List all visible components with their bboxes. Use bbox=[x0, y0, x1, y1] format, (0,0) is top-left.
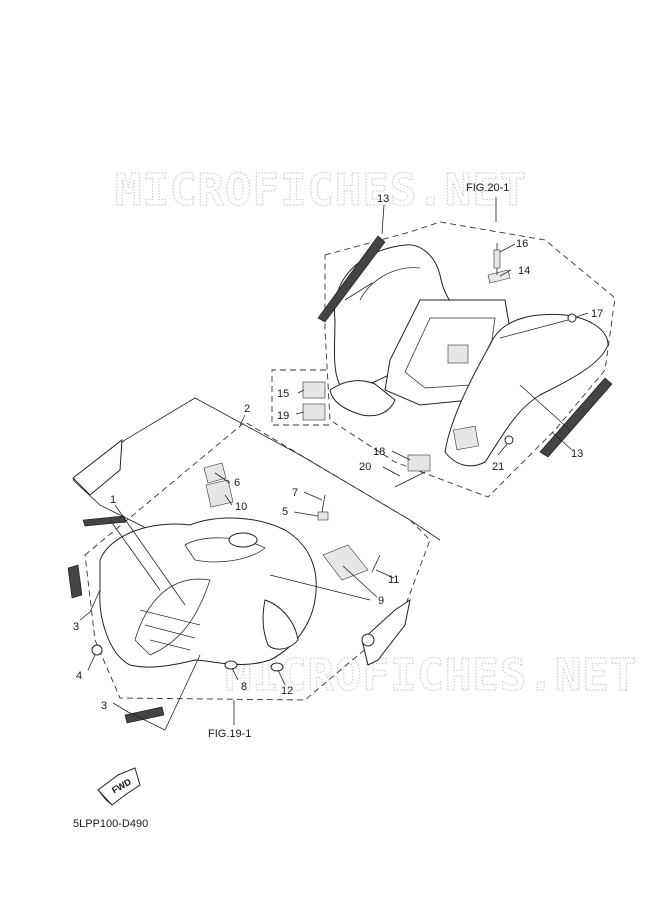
front-fender-grille bbox=[139, 609, 201, 651]
front-fender-group bbox=[67, 397, 441, 724]
grommet-17 bbox=[567, 313, 577, 323]
front-fender-body bbox=[99, 517, 317, 668]
front-right-flap bbox=[361, 598, 411, 666]
front-side-panel bbox=[262, 599, 299, 650]
callout-3a: 3 bbox=[73, 621, 79, 633]
front-fender-cap bbox=[228, 532, 258, 548]
callout-18: 18 bbox=[373, 446, 385, 458]
rear-inset-box bbox=[271, 369, 330, 426]
callout-5: 5 bbox=[282, 506, 288, 518]
callout-14: 14 bbox=[518, 265, 530, 277]
grommet-4 bbox=[91, 644, 103, 656]
bolt-11 bbox=[371, 554, 381, 573]
decal-1 bbox=[82, 515, 127, 527]
callout-20: 20 bbox=[359, 461, 371, 473]
callout-7: 7 bbox=[292, 487, 298, 499]
watermark-top: MICROFICHES.NET bbox=[115, 165, 527, 216]
bolt-16-body bbox=[493, 249, 501, 269]
callout-21: 21 bbox=[492, 461, 504, 473]
front-flap-grommet bbox=[361, 633, 375, 647]
grommet-8 bbox=[224, 660, 238, 670]
callout-8: 8 bbox=[241, 681, 247, 693]
rear-storage-block bbox=[447, 344, 469, 364]
callout-19: 19 bbox=[277, 410, 289, 422]
callout-13a: 13 bbox=[377, 193, 389, 205]
label-18 bbox=[407, 454, 431, 472]
label-19 bbox=[302, 403, 326, 421]
front-bracket bbox=[72, 438, 123, 496]
watermark-bottom: MICROFICHES.NET bbox=[225, 650, 637, 701]
callout-3b: 3 bbox=[101, 700, 107, 712]
callout-4: 4 bbox=[76, 670, 82, 682]
reflector-plate bbox=[453, 425, 479, 451]
decal-3-left bbox=[67, 564, 83, 599]
callout-15: 15 bbox=[277, 388, 289, 400]
callout-numbers: 1 2 3 3 4 5 6 7 8 9 10 11 12 13 13 14 15… bbox=[73, 193, 603, 712]
front-fender-recess bbox=[184, 537, 266, 563]
callout-12: 12 bbox=[281, 685, 293, 697]
callout-9: 9 bbox=[378, 595, 384, 607]
label-15 bbox=[302, 381, 326, 399]
plate-9 bbox=[322, 544, 369, 581]
decal-13-left bbox=[317, 235, 386, 323]
grommet-12 bbox=[270, 662, 284, 672]
clip-5 bbox=[317, 511, 329, 521]
rear-fender-right-shell bbox=[444, 313, 609, 467]
label-10 bbox=[205, 479, 234, 508]
diagram-code: 5LPP100-D490 bbox=[73, 818, 148, 830]
callout-13b: 13 bbox=[571, 448, 583, 460]
callout-16: 16 bbox=[516, 238, 528, 250]
bolt-20 bbox=[394, 471, 426, 488]
callout-2: 2 bbox=[244, 403, 250, 415]
fig-ref-rear: FIG.20-1 bbox=[466, 182, 509, 194]
bolt-7 bbox=[321, 494, 326, 513]
leader-lines bbox=[79, 197, 589, 731]
callout-11: 11 bbox=[388, 574, 399, 586]
callout-6: 6 bbox=[234, 477, 240, 489]
decal-3-bottom bbox=[124, 706, 165, 724]
rear-fender-boundary bbox=[324, 221, 616, 498]
fwd-arrow: FWD bbox=[97, 767, 141, 806]
rear-fender-left-contour bbox=[359, 267, 421, 301]
callout-10: 10 bbox=[235, 501, 247, 513]
rear-fender-left-flap bbox=[329, 380, 396, 417]
grommet-21 bbox=[504, 435, 514, 445]
callout-17: 17 bbox=[591, 308, 603, 320]
rear-fender-group bbox=[271, 221, 616, 498]
fig-ref-front: FIG.19-1 bbox=[208, 728, 251, 740]
front-fender-vent bbox=[134, 578, 211, 656]
callout-1: 1 bbox=[110, 494, 116, 506]
